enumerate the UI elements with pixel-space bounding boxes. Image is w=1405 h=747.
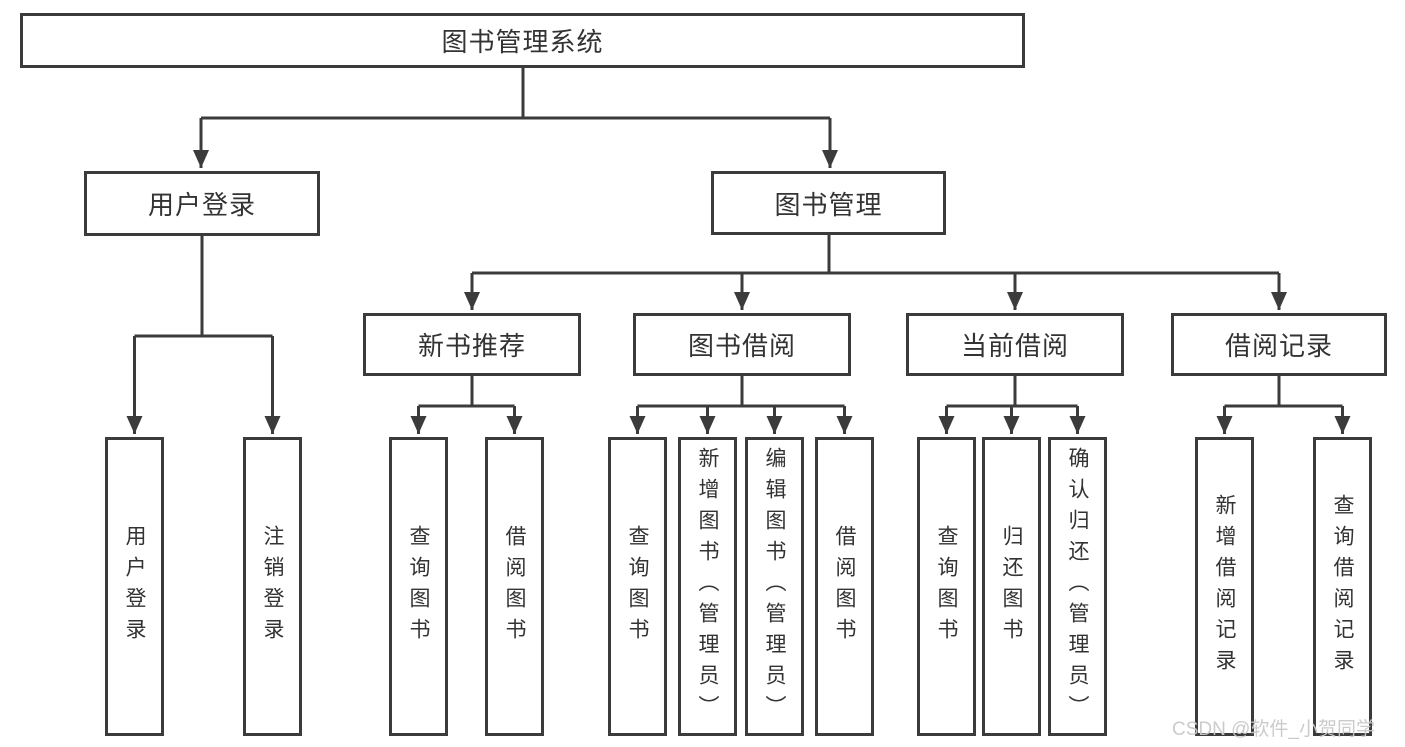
node-label: 注销登录 (261, 524, 284, 649)
node-current-borrow: 当前借阅 (906, 313, 1124, 376)
leaf-user-login: 用户登录 (105, 437, 164, 736)
node-book-management: 图书管理 (711, 171, 946, 235)
node-label: 当前借阅 (960, 331, 1069, 361)
node-label: 用户登录 (147, 190, 256, 220)
node-user-login: 用户登录 (84, 171, 320, 236)
node-label: 借阅图书 (833, 524, 856, 649)
node-library-system-root: 图书管理系统 (20, 13, 1025, 68)
node-label: 图书管理系统 (441, 27, 604, 57)
node-label: 借阅记录 (1224, 331, 1333, 361)
node-label: 归还图书 (1000, 524, 1023, 649)
leaf-add-borrow-record: 新增借阅记录 (1195, 437, 1254, 736)
leaf-add-book-admin: 新增图书（管理员） (678, 437, 737, 736)
node-label: 确认归还（管理员） (1066, 447, 1089, 726)
leaf-edit-book-admin: 编辑图书（管理员） (745, 437, 804, 736)
node-label: 新增图书（管理员） (696, 447, 719, 726)
node-book-borrow: 图书借阅 (633, 313, 851, 376)
node-label: 借阅图书 (503, 524, 526, 649)
node-label: 图书借阅 (687, 331, 796, 361)
leaf-query-borrow-record: 查询借阅记录 (1313, 437, 1372, 736)
leaf-logout: 注销登录 (243, 437, 302, 736)
leaf-query-books-recommend: 查询图书 (389, 437, 448, 736)
node-label: 图书管理 (774, 189, 883, 220)
node-label: 查询图书 (407, 524, 430, 649)
node-label: 查询图书 (626, 524, 649, 649)
node-label: 查询图书 (935, 524, 958, 649)
leaf-query-books-borrow: 查询图书 (608, 437, 667, 736)
leaf-borrow-books: 借阅图书 (815, 437, 874, 736)
leaf-confirm-return-admin: 确认归还（管理员） (1048, 437, 1107, 736)
node-borrow-records: 借阅记录 (1171, 313, 1387, 376)
node-label: 查询借阅记录 (1331, 493, 1354, 680)
node-label: 用户登录 (123, 524, 146, 649)
leaf-query-books-current: 查询图书 (917, 437, 976, 736)
node-label: 新书推荐 (417, 331, 526, 361)
leaf-return-book: 归还图书 (982, 437, 1041, 736)
leaf-borrow-books-recommend: 借阅图书 (485, 437, 544, 736)
node-label: 编辑图书（管理员） (763, 447, 786, 726)
node-new-book-recommend: 新书推荐 (363, 313, 581, 376)
node-label: 新增借阅记录 (1213, 493, 1236, 680)
